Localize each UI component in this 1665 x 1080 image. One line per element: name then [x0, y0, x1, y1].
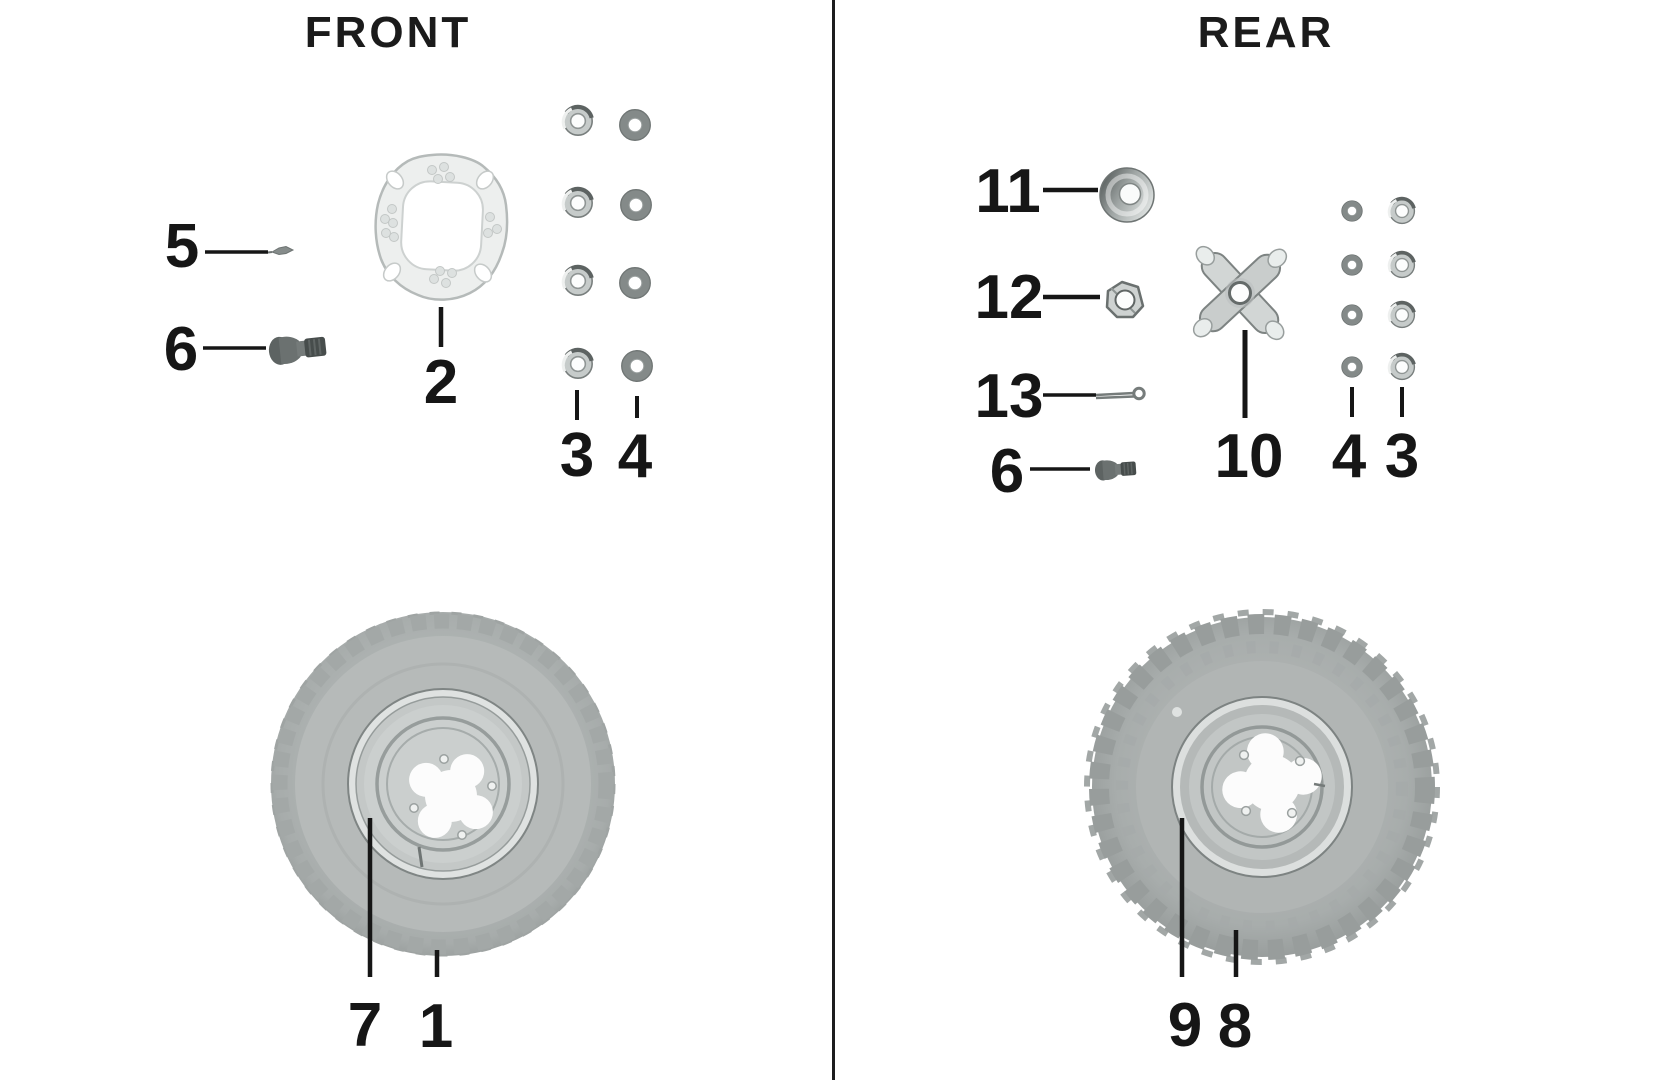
callout-13: 13 [975, 362, 1044, 431]
callout-1: 1 [419, 992, 453, 1061]
cone-washer-icon [1099, 167, 1155, 223]
front-tire-tread [272, 613, 614, 955]
rear-section: REAR [975, 8, 1440, 1061]
rear-bolt-holes [1238, 749, 1306, 819]
hub-mount-plate-icon [374, 153, 509, 301]
flat-washer-icon [622, 351, 653, 382]
flat-washer-icon [620, 268, 651, 299]
valve-stem-icon-rear [1093, 457, 1138, 482]
castle-nut-icon [1105, 280, 1145, 319]
front-rim-valve-notch [417, 846, 424, 868]
callout-6-front: 6 [164, 315, 198, 384]
front-wheel-assembly [270, 611, 616, 957]
callout-6-rear: 6 [990, 437, 1024, 506]
hub-spider-icon [1192, 245, 1288, 341]
callout-2: 2 [424, 348, 458, 417]
callout-4-rear: 4 [1332, 422, 1367, 491]
callout-7: 7 [348, 991, 382, 1060]
rear-wheel-assembly [1084, 609, 1440, 965]
front-washer-set [563, 107, 652, 381]
cotter-pin-icon [1095, 386, 1146, 401]
rear-tire-knobs [1089, 614, 1435, 960]
rear-tire-tread-marks [1116, 641, 1408, 933]
chrome-washer-icon [1387, 196, 1417, 226]
chrome-washer-icon [1387, 352, 1417, 382]
callout-8: 8 [1218, 992, 1252, 1061]
flat-washer-icon [620, 110, 651, 141]
flat-washer-icon [1342, 305, 1363, 326]
rear-rim-valve-notch [1313, 782, 1326, 788]
chrome-washer-icon [563, 107, 592, 135]
callout-11: 11 [975, 157, 1041, 226]
valve-core-icon [267, 245, 295, 256]
chrome-washer-icon [1387, 250, 1417, 280]
rear-title: REAR [1198, 8, 1335, 57]
flat-washer-icon [621, 190, 652, 221]
flat-washer-icon [1342, 357, 1363, 378]
rear-tire-knob-tips [1084, 609, 1440, 965]
chrome-washer-icon [563, 267, 592, 295]
callout-4-front: 4 [618, 422, 653, 491]
chrome-washer-icon [563, 189, 592, 217]
callout-9: 9 [1168, 991, 1202, 1060]
callout-3-front: 3 [560, 421, 594, 490]
callout-10: 10 [1215, 422, 1284, 491]
callout-12: 12 [975, 263, 1044, 332]
front-section: FRONT [164, 8, 653, 1061]
rear-washer-set [1342, 196, 1417, 382]
front-tire-edge-lugs [270, 611, 616, 957]
front-title: FRONT [305, 8, 472, 57]
flat-washer-icon [1342, 255, 1363, 276]
callout-3-rear: 3 [1385, 422, 1419, 491]
section-divider [832, 0, 835, 1080]
callout-5: 5 [165, 212, 199, 281]
front-bolt-holes [409, 754, 497, 840]
chrome-washer-icon [563, 350, 592, 378]
valve-stem-icon-front [266, 331, 329, 367]
flat-washer-icon [1342, 201, 1363, 222]
chrome-washer-icon [1387, 300, 1417, 330]
